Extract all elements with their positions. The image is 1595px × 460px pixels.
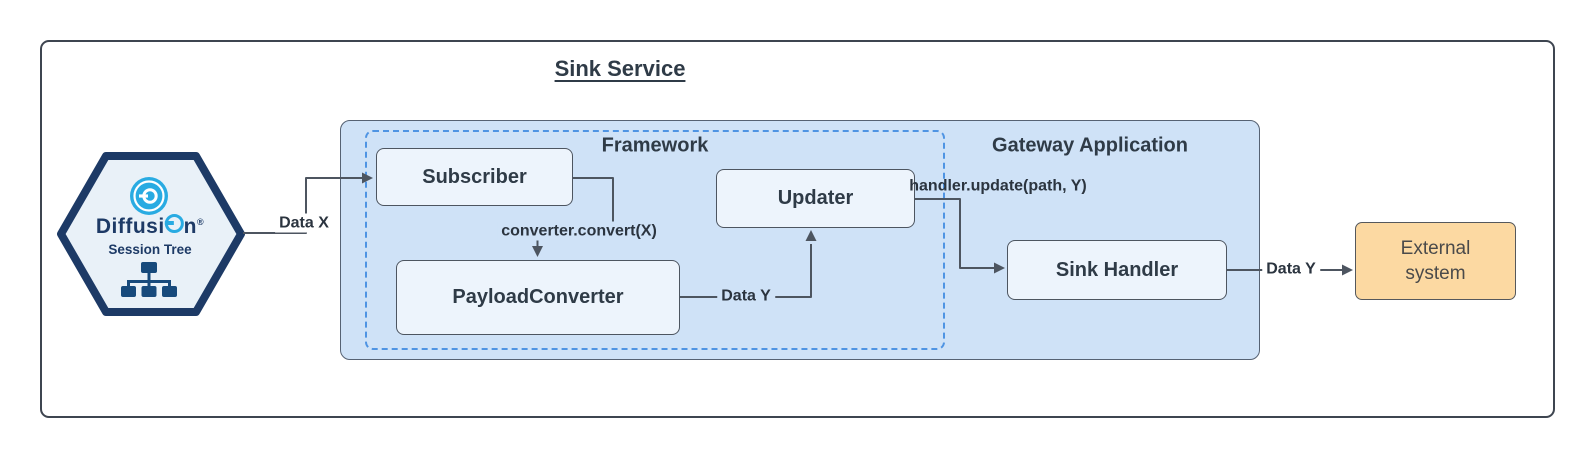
diagram-title: Sink Service <box>554 56 686 81</box>
brand-text-suffix: n <box>183 215 198 238</box>
sink-handler-node: Sink Handler <box>1007 240 1227 300</box>
subscriber-node: Subscriber <box>376 148 573 206</box>
payload-converter-node: PayloadConverter <box>396 260 680 335</box>
framework-label: Framework <box>601 134 709 157</box>
edge-label-handler-update: handler.update(path, Y) <box>909 177 1087 195</box>
external-system-label: External system <box>1400 238 1471 284</box>
edge-label-data-y-internal: Data Y <box>717 286 775 306</box>
edge-label-data-x: Data X <box>275 213 333 233</box>
external-system-node: External system <box>1355 222 1516 300</box>
gateway-application-label: Gateway Application <box>992 134 1188 157</box>
diffusion-session-tree-badge: Diffusi n® Session Tree <box>55 150 245 320</box>
brand-stylized-o-icon <box>164 214 184 233</box>
hexagon-shape <box>57 152 245 316</box>
edge-label-data-y-external: Data Y <box>1262 259 1320 279</box>
diffusion-logo-icon <box>130 177 168 215</box>
sink-handler-label: Sink Handler <box>1055 258 1179 281</box>
diffusion-brand-text: Diffusi n® <box>96 214 204 239</box>
hexagon-outline <box>57 152 245 316</box>
updater-node: Updater <box>716 169 915 228</box>
registered-trademark: ® <box>197 217 205 227</box>
payload-converter-label: PayloadConverter <box>452 286 624 308</box>
subscriber-label: Subscriber <box>422 165 527 188</box>
brand-text-prefix: Diffusi <box>95 215 165 238</box>
updater-label: Updater <box>777 187 854 209</box>
session-tree-label: Session Tree <box>108 242 192 257</box>
edge-label-converter-convert: converter.convert(X) <box>497 221 661 241</box>
session-tree-icon <box>121 262 177 297</box>
